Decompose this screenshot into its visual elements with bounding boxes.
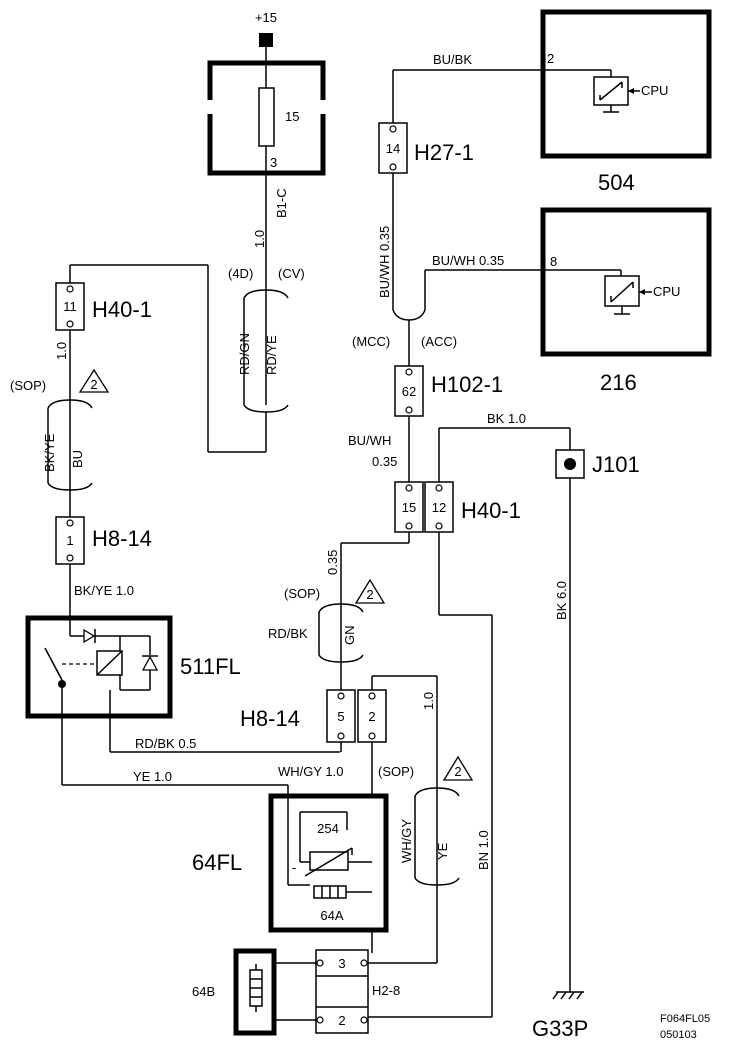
h40-1-top-name: H40-1 <box>92 297 152 322</box>
connector-h27-1: 14 H27-1 <box>378 122 474 174</box>
ecu-504: 2 CPU <box>540 9 712 159</box>
sensor-heater-label: 64A <box>320 908 343 923</box>
wire-ye: YE <box>435 842 450 860</box>
sop-label-3: (SOP) <box>378 764 414 779</box>
h2-8-pin-b: 2 <box>338 1013 345 1028</box>
svg-text:2: 2 <box>366 587 373 602</box>
sensor-64b <box>233 948 277 1036</box>
svg-text:2: 2 <box>454 764 461 779</box>
variant-cv: (CV) <box>278 266 305 281</box>
wire-bk-ye-1-0: BK/YE 1.0 <box>74 583 134 598</box>
ground-g33p: G33P <box>532 991 588 1041</box>
relay-label: 511FL <box>180 654 241 679</box>
splice-j101: J101 <box>555 449 640 479</box>
fuse-pin: 3 <box>270 155 277 170</box>
note-triangle-1: 2 <box>78 368 110 393</box>
wire-bk-1-0: BK 1.0 <box>487 411 526 426</box>
sensor-64b-label: 64B <box>192 984 215 999</box>
wire-gauge-sop: 0.35 <box>325 550 340 575</box>
connector-h102-1: 62 H102-1 <box>394 365 503 417</box>
wire-rd-gn: RD/GN <box>237 333 252 375</box>
figure-code-line2: 050103 <box>660 1029 697 1041</box>
h8-14-top-name: H8-14 <box>92 526 152 551</box>
wire-bu: BU <box>70 450 85 468</box>
note-triangle-3: 2 <box>442 755 474 781</box>
sop-label-1: (SOP) <box>10 378 46 393</box>
connector-h8-14-top: 1 H8-14 <box>55 516 152 565</box>
ecu-504-pin: 2 <box>547 51 554 66</box>
h102-1-name: H102-1 <box>431 372 503 397</box>
supply-terminal: +15 <box>255 10 277 63</box>
ecu-216-label: 216 <box>600 370 637 395</box>
variant-acc: (ACC) <box>421 334 457 349</box>
h40-1-mid-name: H40-1 <box>461 498 521 523</box>
j101-name: J101 <box>592 452 640 477</box>
wire-gauge-fuse: 1.0 <box>252 230 267 248</box>
wire-bu-wh-h102: BU/WH <box>348 433 391 448</box>
h8-14-bottom-pin-a: 5 <box>337 709 344 724</box>
wire-gn: GN <box>342 626 357 646</box>
wire-bk-ye: BK/YE <box>42 433 57 472</box>
h102-1-pin: 62 <box>402 384 416 399</box>
h40-1-mid-pin-b: 12 <box>432 500 446 515</box>
ecu-216: 8 CPU <box>540 207 712 357</box>
connector-h8-14-bottom: 5 2 H8-14 <box>240 689 387 743</box>
wire-bk-6-0: BK 6.0 <box>554 581 569 620</box>
svg-text:-: - <box>292 860 296 875</box>
h27-1-pin: 14 <box>386 141 400 156</box>
ecu-504-label: 504 <box>598 170 635 195</box>
note-triangle-2: 2 <box>354 578 386 604</box>
ecu-216-pin: 8 <box>550 254 557 269</box>
ecu-504-cpu: CPU <box>641 83 668 98</box>
wire-gauge-h102: 0.35 <box>372 454 397 469</box>
wire-wh-gy: WH/GY <box>399 819 414 863</box>
h8-14-bottom-name: H8-14 <box>240 706 300 731</box>
sensor-unit-label: 64FL <box>192 850 242 875</box>
connector-h40-1-mid: 15 12 H40-1 <box>394 481 521 533</box>
sop-label-2: (SOP) <box>284 586 320 601</box>
wire-gauge-h40: 1.0 <box>54 342 69 360</box>
sensor-inner-label: 254 <box>317 821 339 836</box>
wire-bn-1-0: BN 1.0 <box>476 830 491 870</box>
wire-rd-bk-0-5: RD/BK 0.5 <box>135 736 196 751</box>
h27-1-name: H27-1 <box>414 140 474 165</box>
wire-rd-bk: RD/BK <box>268 626 308 641</box>
variant-mcc: (MCC) <box>352 334 390 349</box>
wire-wh-gy-1-0: WH/GY 1.0 <box>278 764 344 779</box>
supply-label: +15 <box>255 10 277 25</box>
variant-4d: (4D) <box>228 266 253 281</box>
connector-h2-8: 3 2 H2-8 <box>315 949 400 1034</box>
wire-bu-wh-0-35-top: BU/WH 0.35 <box>432 253 504 268</box>
h2-8-name: H2-8 <box>372 983 400 998</box>
fuse-element <box>258 87 275 147</box>
wire-ye-1-0: YE 1.0 <box>133 769 172 784</box>
fuse-code: B1-C <box>274 188 289 218</box>
svg-text:2: 2 <box>90 377 97 392</box>
h40-1-top-pin: 11 <box>63 299 77 314</box>
connector-h40-1-top: 11 H40-1 <box>55 282 152 331</box>
h8-14-top-pin: 1 <box>66 533 73 548</box>
ground-label: G33P <box>532 1016 588 1041</box>
fuse-number: 15 <box>285 109 299 124</box>
relay-511fl <box>25 615 173 719</box>
wire-bu-bk: BU/BK <box>433 52 472 67</box>
ecu-216-cpu: CPU <box>653 284 680 299</box>
wire-bu-wh-vertical: BU/WH 0.35 <box>377 226 392 298</box>
figure-code-line1: F064FL05 <box>660 1013 710 1025</box>
sensor-unit-64fl: 254 - 64A <box>268 793 389 933</box>
h8-14-bottom-pin-b: 2 <box>368 709 375 724</box>
fuse-box: 15 3 <box>206 60 327 176</box>
h40-1-mid-pin-a: 15 <box>402 500 416 515</box>
wire-gauge-h8: 1.0 <box>421 692 436 710</box>
h2-8-pin-a: 3 <box>338 956 345 971</box>
wire-rd-ye: RD/YE <box>264 335 279 375</box>
